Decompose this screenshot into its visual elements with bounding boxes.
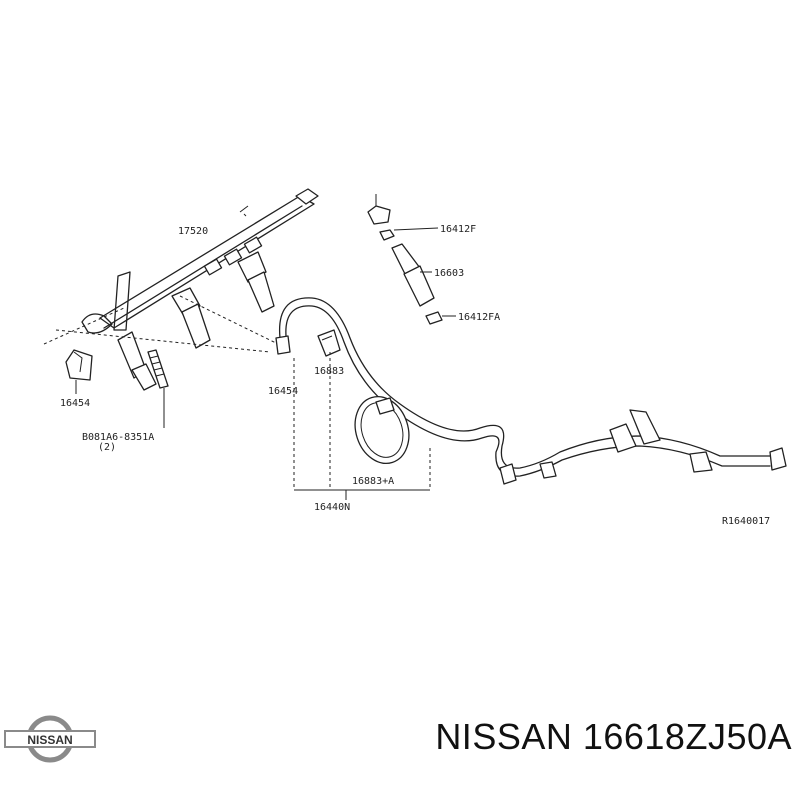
connector-16454 — [275, 335, 291, 355]
fuel-hose — [278, 297, 787, 485]
label-17520: 17520 — [178, 226, 208, 237]
diagram-ref-code: R1640017 — [722, 516, 770, 527]
clip-16883 — [317, 329, 341, 357]
bolt — [147, 349, 169, 389]
label-16603: 16603 — [434, 268, 464, 279]
parts-diagram: 17520 16412F 16603 16412FA 16454 16454 1… — [43, 188, 787, 527]
rail-injector-1 — [117, 331, 157, 391]
label-bolt: B081A6-8351A — [82, 432, 154, 443]
label-16440N: 16440N — [314, 502, 350, 513]
label-16412F: 16412F — [440, 224, 476, 235]
label-bolt-qty: (2) — [98, 442, 116, 453]
part-title: NISSAN 16618ZJ50A — [435, 716, 792, 757]
injector-16603 — [367, 194, 443, 325]
label-16454-left: 16454 — [60, 398, 90, 409]
logo-text: NISSAN — [27, 733, 72, 747]
label-16883: 16883 — [314, 366, 344, 377]
label-16454-mid: 16454 — [268, 386, 298, 397]
label-16883A: 16883+A — [352, 476, 394, 487]
clip-16454-left — [65, 349, 93, 381]
rail-injector-2 — [171, 287, 211, 349]
label-16412FA: 16412FA — [458, 312, 500, 323]
rail-injector-3 — [237, 251, 275, 313]
clamp-16883A — [354, 396, 410, 464]
fuel-rail — [81, 188, 319, 334]
nissan-logo: NISSAN — [4, 715, 96, 763]
